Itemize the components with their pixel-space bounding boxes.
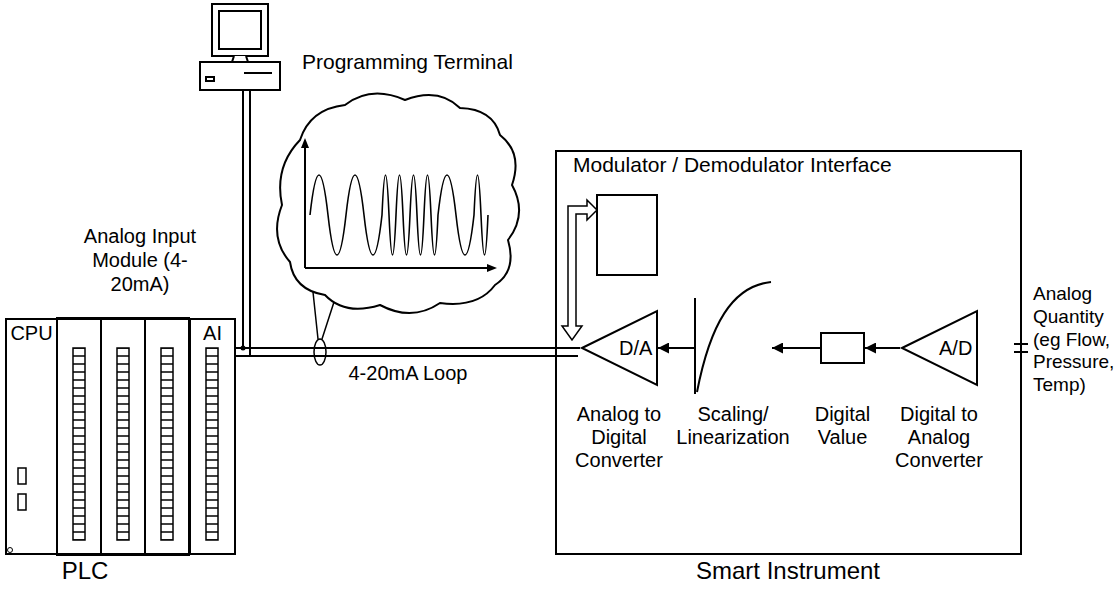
cpu-indicator	[18, 494, 26, 510]
curve-outline	[694, 280, 772, 395]
smart-instrument-box: Modulator / Demodulator InterfaceSmart I…	[555, 150, 1022, 555]
module-name: AI	[203, 322, 222, 345]
io-module	[145, 318, 189, 555]
triangle-symbol	[902, 311, 977, 385]
modem-block	[597, 195, 657, 275]
input-quantity-label: Analog Quantity (eg Flow, Pressure, Temp…	[1033, 283, 1113, 397]
triangle-symbol	[582, 311, 657, 385]
waveform-axes	[305, 146, 489, 268]
instrument-label: Smart Instrument	[696, 557, 880, 585]
power-button	[206, 77, 214, 81]
led-column	[117, 348, 129, 540]
digital-value-box: Digital Value	[820, 332, 865, 364]
cpu-indicator	[18, 468, 26, 484]
led-column	[206, 348, 218, 540]
io-module	[57, 318, 101, 555]
led-column	[73, 348, 85, 540]
terminal-wire	[249, 90, 251, 356]
signal-arrow	[772, 347, 820, 349]
terminal-label: Programming Terminal	[302, 50, 513, 74]
signal-arrow	[865, 347, 900, 349]
plc-rack: PLCCPUAI	[5, 318, 236, 555]
signal-wire	[236, 347, 580, 349]
axis-arrowhead	[301, 138, 309, 148]
converter-triangle: D/AAnalog to Digital Converter	[580, 310, 658, 386]
computer-base	[200, 62, 280, 90]
terminal-outline	[198, 3, 282, 91]
block-label: Analog to Digital Converter	[569, 403, 669, 472]
io-module	[101, 318, 145, 555]
block-label: Digital Value	[808, 403, 878, 449]
plc-label: PLC	[62, 557, 109, 585]
block-label: Scaling/ Linearization	[671, 403, 795, 449]
module-caption: Analog Input Module (4-20mA)	[78, 224, 202, 296]
converter-symbol-text: D/A	[619, 337, 652, 360]
monitor-screen	[219, 11, 261, 49]
wire-callout-ring	[314, 339, 326, 365]
loop-wire	[236, 355, 578, 357]
rack-screw	[8, 548, 13, 553]
module-name: CPU	[10, 322, 52, 345]
callout-cloud	[277, 94, 519, 313]
loop-label: 4-20mA Loop	[347, 362, 470, 385]
curve-axis	[694, 298, 696, 394]
linearization-curve: Scaling/ Linearization	[694, 280, 772, 395]
converter-symbol-text: A/D	[939, 337, 972, 360]
converter-triangle: A/DDigital to Analog Converter	[900, 310, 978, 386]
block-label: Digital to Analog Converter	[889, 403, 989, 472]
signal-wire	[236, 90, 243, 348]
axis-arrowhead	[487, 264, 497, 272]
modem-arrow	[562, 200, 597, 340]
computer-terminal: Programming Terminal	[198, 3, 282, 91]
led-column	[161, 348, 173, 540]
cpu-module: CPU	[5, 318, 58, 555]
monitor-case	[212, 4, 268, 56]
drive-slot	[244, 72, 272, 74]
signal-arrow	[658, 347, 694, 349]
linearization-curve-line	[697, 282, 771, 392]
analog-input-module: AI	[189, 318, 236, 555]
fsk-waveform	[310, 175, 488, 255]
interface-label: Modulator / Demodulator Interface	[573, 153, 892, 177]
